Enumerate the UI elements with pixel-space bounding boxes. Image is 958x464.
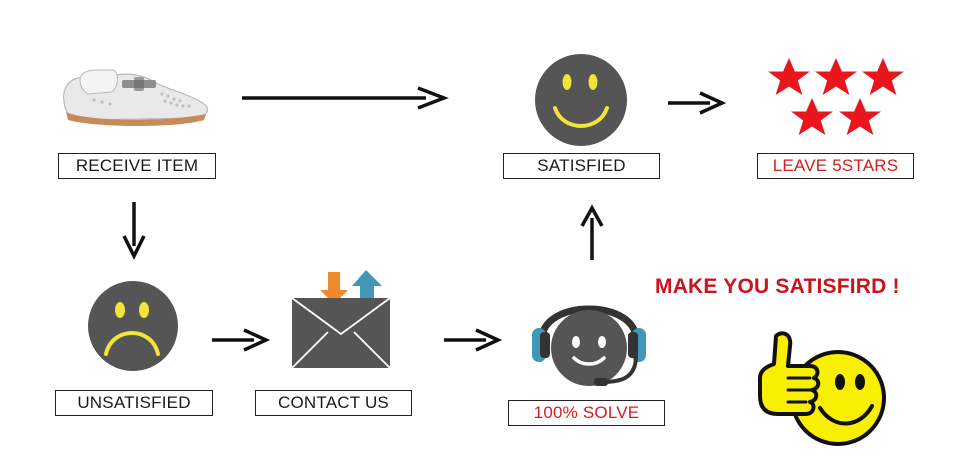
node-satisfied: SATISFIED: [503, 153, 660, 179]
envelope-icon: [291, 270, 391, 369]
node-leave-5stars: LEAVE 5STARS: [757, 153, 914, 179]
arrow-satisfied-to-stars: [668, 91, 727, 115]
node-receive-item: RECEIVE ITEM: [58, 153, 216, 179]
sad-face-icon: [88, 281, 178, 371]
node-100-solve: 100% SOLVE: [508, 400, 665, 426]
thumbs-up-smiley-icon: [758, 331, 886, 446]
arrow-receive-to-unsatisfied: [122, 202, 146, 260]
headline-make-you-satisfied: MAKE YOU SATISFIRD !: [655, 275, 900, 298]
arrow-receive-to-satisfied: [242, 86, 449, 110]
happy-face-icon: [535, 54, 627, 146]
node-unsatisfied: UNSATISFIED: [55, 390, 213, 416]
arrow-solve-to-satisfied: [580, 204, 604, 260]
five-stars-icon: [768, 58, 904, 135]
arrow-contact-to-solve: [444, 328, 503, 352]
headset-agent-icon: [532, 305, 646, 386]
loafer-shoe-icon: [63, 69, 208, 126]
node-contact-us: CONTACT US: [255, 390, 412, 416]
arrow-unsatisfied-to-contact: [212, 328, 271, 352]
